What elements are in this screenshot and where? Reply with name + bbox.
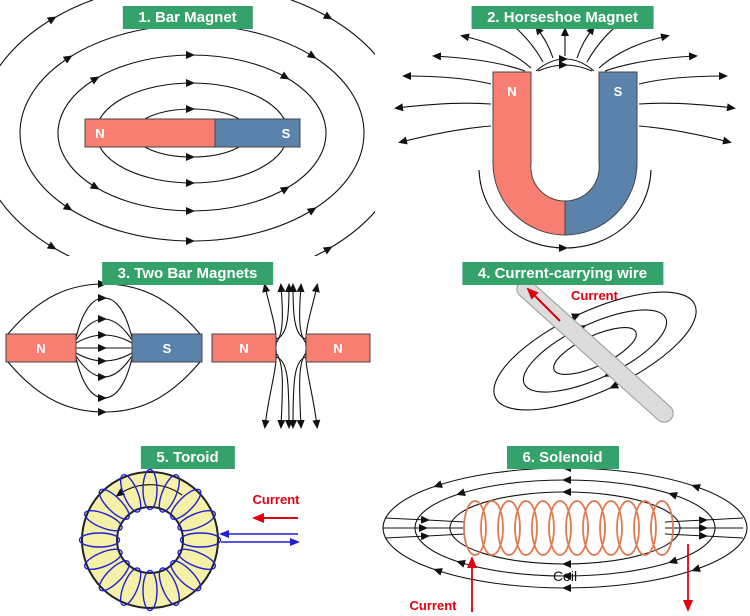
panel-title-two-bar-magnets: 3. Two Bar Magnets [101,262,274,285]
horseshoe-magnet-diagram: N S [394,14,736,252]
repel-left-n-label: N [239,341,248,356]
bar-magnet-n-label: N [95,126,104,141]
horseshoe-magnet: N S [492,71,638,236]
horseshoe-s-label: S [614,84,623,99]
toroid-current-label: Current [253,492,301,507]
solenoid-current-label: Current [410,598,458,613]
attract-s-label: S [163,341,172,356]
solenoid-coil [463,500,674,556]
horseshoe-south-half [564,71,638,236]
two-bar-magnets-diagram: N S N N [5,280,371,429]
repel-right-magnet [305,333,371,363]
attract-n-label: N [36,341,45,356]
repel-left-magnet [211,333,277,363]
toroid-core-inner [116,506,184,574]
panel-title-toroid: 5. Toroid [140,446,235,469]
panel-title-solenoid: 6. Solenoid [506,446,619,469]
current-direction-arrow [526,287,561,322]
toroid-field-arrow [115,484,183,497]
repel-right-n-label: N [333,341,342,356]
toroid-diagram: Current [78,468,301,612]
horseshoe-field-lines [394,14,736,252]
bar-magnet-south-half [214,118,301,148]
bar-magnet-s-label: S [282,126,291,141]
horseshoe-n-label: N [507,84,516,99]
attracting-magnets: N S [5,333,203,363]
panel-title-current-wire: 4. Current-carrying wire [461,262,664,285]
attract-south-magnet [131,333,203,363]
panel-title-horseshoe-magnet: 2. Horseshoe Magnet [471,6,654,29]
wire-current-label: Current [571,288,619,303]
panel-current-wire: Current 4. Current-carrying wire [375,256,750,440]
bar-magnet-north-half [84,118,216,148]
bar-magnet: N S [84,118,301,148]
attract-north-magnet [5,333,77,363]
panel-two-bar-magnets: N S N N 3. Two Bar Magnets [0,256,375,440]
solenoid-coil-label: Coil [553,568,577,584]
bar-magnet-diagram: N S [0,0,375,256]
panel-bar-magnet: N S 1. Bar Magnet [0,0,375,256]
toroid-lead-wires [219,530,300,546]
repelling-magnets: N N [211,333,371,363]
panel-toroid: Current 5. Toroid [0,440,375,616]
horseshoe-north-half [492,71,566,236]
panel-horseshoe-magnet: N S 2. Horseshoe Magnet [375,0,750,256]
toroid-windings [78,468,222,612]
wire-field-circles [493,291,697,411]
panel-title-bar-magnet: 1. Bar Magnet [122,6,253,29]
panel-solenoid: Current Coil 6. Solenoid [375,440,750,616]
current-wire-diagram: Current [493,279,697,423]
